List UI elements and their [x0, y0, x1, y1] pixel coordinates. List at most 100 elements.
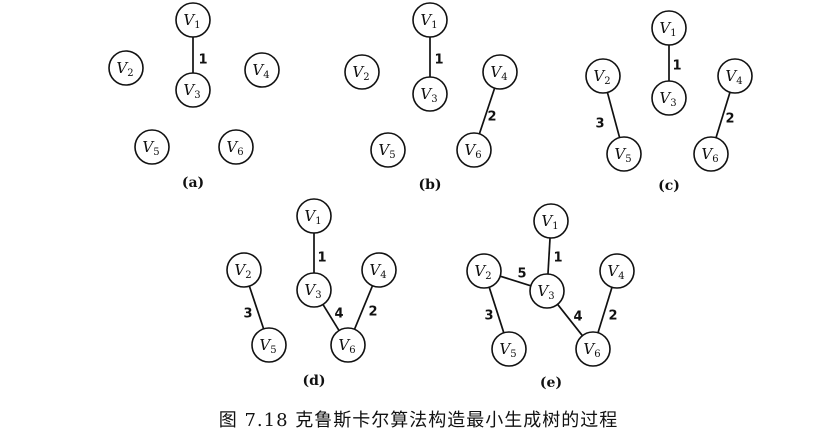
node-label: V1 [659, 19, 676, 39]
edge-v4-v6 [353, 285, 374, 330]
node-letter: V [593, 67, 606, 85]
panel-label-e: (e) [540, 375, 562, 391]
node-label: V2 [352, 63, 369, 83]
node-letter: V [701, 145, 714, 163]
edge-weight-label: 1 [317, 251, 326, 266]
node-label: V3 [420, 85, 437, 105]
node-label: V2 [474, 262, 491, 282]
node-label: V6 [701, 145, 718, 165]
node-v3: V3 [175, 72, 211, 108]
node-label: V6 [338, 336, 355, 356]
node-label: V2 [234, 261, 251, 281]
node-circle [651, 10, 687, 46]
node-letter: V [142, 138, 155, 156]
edge-weight-label: 1 [434, 53, 443, 68]
node-letter: V [183, 11, 196, 29]
node-subscript: 1 [194, 20, 200, 31]
node-label: V5 [142, 138, 159, 158]
node-subscript: 4 [501, 72, 507, 83]
node-v5: V5 [370, 132, 406, 168]
panel-label-a: (a) [182, 175, 204, 191]
node-subscript: 6 [237, 147, 243, 158]
edge-weight-label: 3 [595, 117, 604, 132]
node-v1: V1 [412, 2, 448, 38]
node-circle [361, 252, 397, 288]
node-subscript: 4 [618, 271, 624, 282]
node-v6: V6 [218, 129, 254, 165]
node-subscript: 2 [363, 72, 369, 83]
edge-weight-label: 2 [487, 110, 496, 125]
node-circle [296, 272, 332, 308]
edge-v4-v6 [715, 91, 731, 139]
node-label: V2 [116, 59, 133, 79]
node-subscript: 3 [194, 90, 200, 101]
node-v5: V5 [134, 129, 170, 165]
node-label: V3 [659, 89, 676, 109]
edge-v4-v6 [597, 286, 613, 334]
node-letter: V [369, 261, 382, 279]
node-letter: V [537, 282, 550, 300]
node-subscript: 6 [349, 345, 355, 356]
edge-weight-label: 5 [517, 267, 526, 282]
node-label: V6 [464, 141, 481, 161]
node-circle [456, 132, 492, 168]
node-label: V3 [183, 81, 200, 101]
node-label: V4 [252, 61, 269, 81]
node-circle [244, 52, 280, 88]
node-subscript: 6 [594, 349, 600, 360]
edge-weight-label: 1 [198, 53, 207, 68]
node-letter: V [338, 336, 351, 354]
node-circle [529, 273, 565, 309]
node-v4: V4 [599, 253, 635, 289]
node-subscript: 2 [485, 271, 491, 282]
panel-label-c: (c) [658, 178, 680, 194]
node-v3: V3 [651, 80, 687, 116]
node-v3: V3 [296, 272, 332, 308]
node-letter: V [607, 262, 620, 280]
node-circle [134, 129, 170, 165]
edge-v3-v6 [322, 304, 340, 331]
edge-v2-v5 [488, 286, 505, 334]
node-subscript: 4 [380, 270, 386, 281]
node-circle [606, 136, 642, 172]
node-label: V4 [490, 63, 507, 83]
node-label: V6 [583, 340, 600, 360]
node-label: V5 [614, 145, 631, 165]
node-letter: V [464, 141, 477, 159]
figure-caption: 图 7.18 克鲁斯卡尔算法构造最小生成树的过程 [218, 410, 619, 431]
node-circle [466, 253, 502, 289]
node-subscript: 3 [670, 98, 676, 109]
edge-weight-label: 1 [672, 59, 681, 74]
edge-weight-label: 4 [573, 310, 582, 325]
node-v2: V2 [344, 54, 380, 90]
edge-weight-label: 4 [334, 307, 343, 322]
node-circle [412, 76, 448, 112]
node-circle [482, 54, 518, 90]
node-circle [226, 252, 262, 288]
node-circle [585, 58, 621, 94]
node-letter: V [304, 281, 317, 299]
node-v5: V5 [251, 327, 287, 363]
node-subscript: 1 [552, 221, 558, 232]
node-letter: V [490, 63, 503, 81]
node-subscript: 2 [604, 76, 610, 87]
node-circle [651, 80, 687, 116]
edge-weight-label: 2 [608, 309, 617, 324]
node-subscript: 5 [625, 154, 631, 165]
node-letter: V [183, 81, 196, 99]
node-v2: V2 [466, 253, 502, 289]
edge-v1-v3 [547, 237, 551, 275]
node-circle [344, 54, 380, 90]
edge-v3-v6 [556, 303, 584, 337]
node-v5: V5 [491, 331, 527, 367]
node-subscript: 6 [475, 150, 481, 161]
node-circle [218, 129, 254, 165]
node-label: V1 [541, 212, 558, 232]
node-label: V3 [304, 281, 321, 301]
node-v3: V3 [412, 76, 448, 112]
node-label: V1 [420, 11, 437, 31]
node-letter: V [725, 67, 738, 85]
